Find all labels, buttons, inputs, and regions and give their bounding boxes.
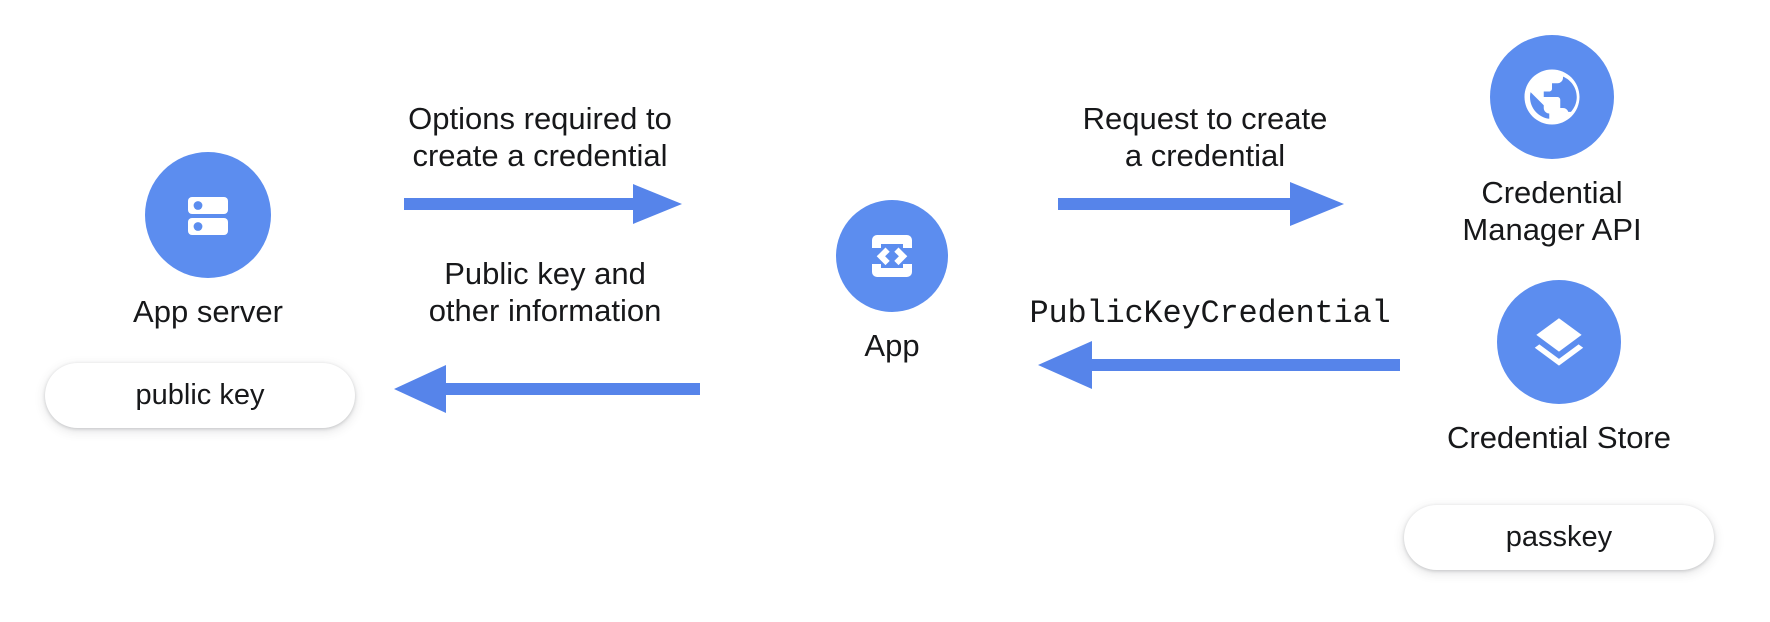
arrow-api-to-app: PublicKeyCredential bbox=[1020, 295, 1400, 405]
app-label: App bbox=[864, 328, 920, 363]
arrow-app-to-api-label: Request to create a credential bbox=[1082, 101, 1328, 174]
layers-icon bbox=[1527, 310, 1591, 374]
arrow-api-to-app-shape bbox=[1038, 341, 1400, 389]
globe-icon bbox=[1519, 64, 1585, 130]
credential-manager-api-circle bbox=[1490, 35, 1614, 159]
credential-store-label: Credential Store bbox=[1446, 420, 1671, 455]
node-credential-manager-api: Credential Manager API bbox=[1462, 35, 1642, 248]
credential-manager-api-label: Credential Manager API bbox=[1462, 175, 1642, 247]
arrow-app-to-server-label: Public key and other information bbox=[428, 256, 662, 329]
app-circle bbox=[836, 200, 948, 312]
app-code-phone-icon bbox=[861, 225, 923, 287]
public-key-pill-label: public key bbox=[135, 379, 265, 411]
credential-store-circle bbox=[1497, 280, 1621, 404]
arrow-server-to-app-shape bbox=[404, 184, 682, 224]
arrow-app-to-api: Request to create a credential bbox=[1040, 100, 1370, 226]
arrow-app-to-api-shape bbox=[1058, 182, 1344, 226]
arrow-server-to-app: Options required to create a credential bbox=[390, 100, 690, 224]
node-app-server: App server bbox=[133, 152, 283, 331]
arrow-server-to-app-label: Options required to create a credential bbox=[408, 101, 672, 174]
server-icon bbox=[176, 183, 240, 247]
arrow-api-to-app-label: PublicKeyCredential bbox=[1029, 295, 1391, 332]
node-app: App bbox=[836, 200, 948, 365]
passkey-pill-label: passkey bbox=[1505, 521, 1613, 553]
public-key-pill: public key bbox=[45, 363, 355, 428]
node-credential-store: Credential Store bbox=[1447, 280, 1671, 457]
arrow-app-to-server-shape bbox=[394, 365, 700, 413]
arrow-app-to-server: Public key and other information bbox=[380, 255, 710, 413]
passkey-pill: passkey bbox=[1404, 505, 1714, 570]
app-server-label: App server bbox=[133, 294, 283, 329]
app-server-circle bbox=[145, 152, 271, 278]
